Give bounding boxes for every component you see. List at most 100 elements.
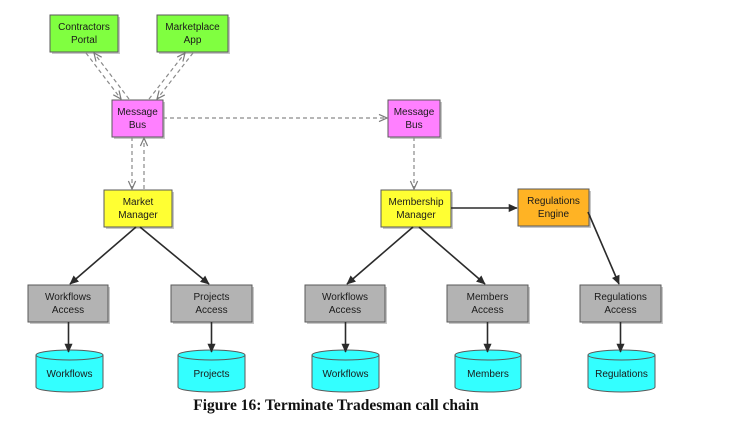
message-bus-1-node: Message Bus (111, 99, 165, 139)
arrowhead (127, 180, 137, 191)
workflows-access-2-label-line-1: Workflows (322, 292, 368, 303)
message-bus-2-node: Message Bus (387, 99, 442, 139)
workflows-access-1-box (27, 284, 109, 323)
marketplace-app-node: Marketplace App (156, 14, 230, 54)
members-resource-node: Members (454, 349, 522, 393)
regulations-resource-label: Regulations (595, 369, 648, 380)
edge-market-manager-to-projects-access (139, 226, 210, 285)
arrowhead (113, 90, 122, 101)
regulations-engine-node: Regulations Engine (517, 188, 591, 228)
members-resource-rim (454, 354, 522, 361)
message-bus-2-box (387, 99, 441, 138)
market-manager-label-line-1: Market (123, 197, 154, 208)
members-access-node: Members Access (446, 284, 530, 324)
regulations-resource-cylinder (587, 349, 656, 393)
contractors-portal-label-line-2: Portal (71, 35, 97, 46)
workflows-resource-1-node: Workflows (35, 349, 104, 393)
market-manager-box (103, 189, 173, 228)
message-bus-1-label-line-1: Message (117, 107, 158, 118)
projects-resource-rim (177, 354, 246, 361)
edge-regulations-engine-to-regulations-access (587, 211, 620, 285)
arrowhead (69, 275, 79, 285)
figure-caption: Figure 16: Terminate Tradesman call chai… (193, 397, 479, 414)
workflows-resource-2-label: Workflows (323, 369, 369, 380)
edge-market-manager-to-workflows-access (69, 226, 137, 285)
workflows-resource-2-node: Workflows (311, 349, 380, 393)
members-access-box (446, 284, 529, 323)
message-bus-2-label-line-2: Bus (405, 120, 422, 131)
message-bus-2-label-line-1: Message (394, 107, 435, 118)
projects-resource-label: Projects (193, 369, 229, 380)
regulations-engine-box (517, 188, 590, 227)
arrowhead (378, 113, 389, 123)
workflows-access-2-box (304, 284, 386, 323)
workflows-access-1-label-line-1: Workflows (45, 292, 91, 303)
arrowhead (476, 275, 486, 285)
arrowhead (93, 51, 102, 62)
call-edges (64, 203, 625, 353)
regulations-access-box (579, 284, 662, 323)
arrowhead (341, 343, 350, 353)
projects-resource-node: Projects (177, 349, 246, 393)
workflows-resource-2-rim (311, 354, 380, 361)
arrowhead (156, 90, 166, 101)
contractors-portal-node: Contractors Portal (49, 14, 120, 54)
workflows-resource-2-cylinder (311, 349, 380, 393)
message-bus-1-box (111, 99, 164, 138)
arrowhead (207, 343, 216, 353)
regulations-engine-label-line-1: Regulations (527, 196, 580, 207)
membership-manager-node: Membership Manager (380, 189, 453, 229)
regulations-engine-label-line-2: Engine (538, 209, 570, 220)
edge-membership-manager-to-workflows-access (346, 226, 414, 285)
workflows-access-2-label-line-2: Access (329, 305, 361, 316)
regulations-access-label-line-2: Access (604, 305, 636, 316)
marketplace-app-label-line-1: Marketplace (165, 22, 220, 33)
arrowhead (508, 203, 518, 213)
edge-membership-manager-to-members-access (418, 226, 486, 285)
edge-marketplace-app-to-message-bus-1 (156, 52, 194, 100)
queued-edges (85, 51, 419, 191)
projects-access-node: Projects Access (170, 284, 254, 324)
arrowhead (346, 275, 356, 285)
arrowhead (64, 343, 73, 353)
workflows-resource-1-rim (35, 354, 104, 361)
projects-access-label-line-1: Projects (193, 292, 229, 303)
projects-access-label-line-2: Access (195, 305, 227, 316)
arrowhead (611, 274, 620, 285)
members-access-label-line-2: Access (471, 305, 503, 316)
regulations-access-node: Regulations Access (579, 284, 663, 324)
workflows-access-1-label-line-2: Access (52, 305, 84, 316)
contractors-portal-box (49, 14, 119, 53)
arrowhead (200, 275, 210, 285)
market-manager-node: Market Manager (103, 189, 174, 229)
regulations-resource-rim (587, 354, 656, 361)
contractors-portal-label-line-1: Contractors (58, 22, 110, 33)
market-manager-label-line-2: Manager (118, 210, 158, 221)
regulations-access-label-line-1: Regulations (594, 292, 647, 303)
membership-manager-box (380, 189, 452, 228)
arrowhead (616, 343, 625, 353)
members-resource-label: Members (467, 369, 509, 380)
membership-manager-label-line-2: Manager (396, 210, 436, 221)
regulations-resource-node: Regulations (587, 349, 656, 393)
message-bus-1-label-line-2: Bus (129, 120, 146, 131)
workflows-access-2-node: Workflows Access (304, 284, 387, 324)
members-access-label-line-1: Members (467, 292, 509, 303)
workflows-resource-1-label: Workflows (47, 369, 93, 380)
workflows-resource-1-cylinder (35, 349, 104, 393)
arrowhead (139, 136, 149, 147)
edge-contractors-portal-to-message-bus-1 (85, 52, 122, 100)
edge-message-bus-1-to-marketplace-app (148, 52, 186, 100)
projects-resource-cylinder (177, 349, 246, 393)
marketplace-app-box (156, 14, 229, 53)
arrowhead (483, 343, 492, 353)
marketplace-app-label-line-2: App (184, 35, 202, 46)
arrowhead (409, 180, 419, 191)
members-resource-cylinder (454, 349, 522, 393)
arrowhead (176, 51, 186, 62)
membership-manager-label-line-1: Membership (388, 197, 443, 208)
workflows-access-1-node: Workflows Access (27, 284, 110, 324)
projects-access-box (170, 284, 253, 323)
